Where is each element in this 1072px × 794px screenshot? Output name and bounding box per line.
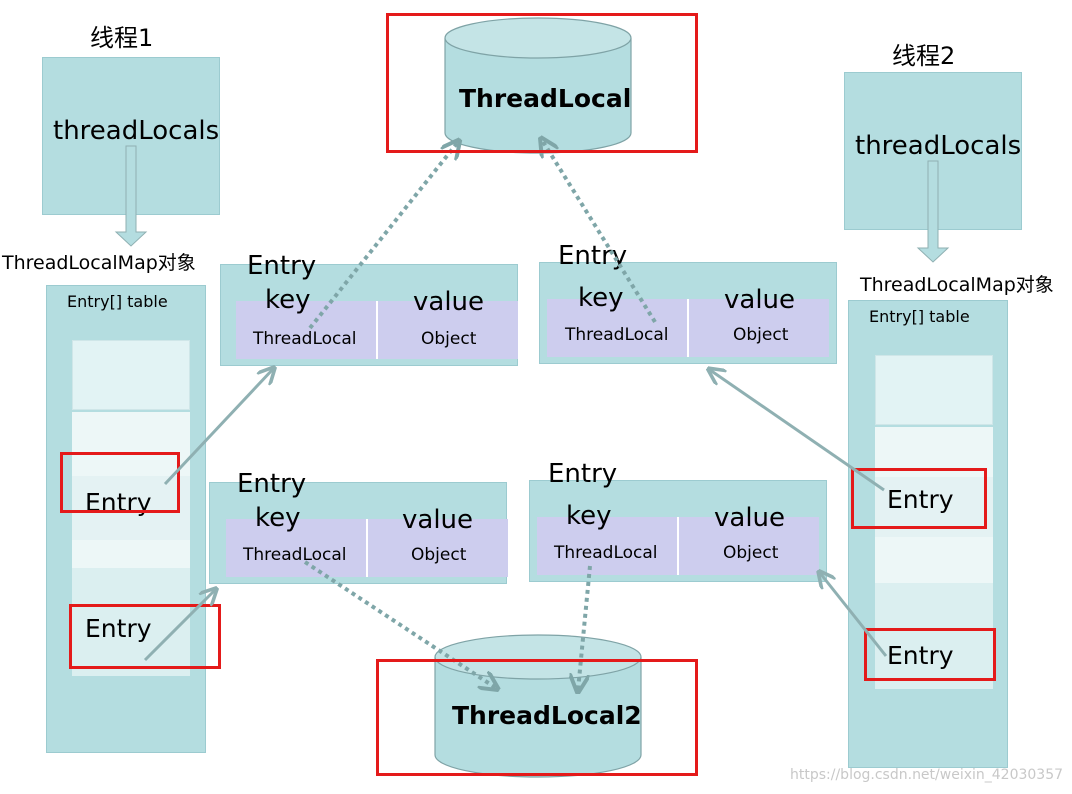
kv-separator	[376, 301, 378, 359]
entry-arrow	[820, 573, 888, 657]
threadlocals-arrow	[916, 160, 950, 263]
thread2-map-label: ThreadLocalMap对象	[860, 274, 1054, 296]
thread1-table: Entry[] table Entry Entry	[46, 285, 206, 753]
thread2-entry-2: Entry	[887, 641, 954, 670]
thread2-entry-2-highlight	[864, 628, 996, 681]
table-slot	[875, 537, 993, 583]
entry-card-value-label: value	[413, 287, 485, 317]
entry-card-key: ThreadLocal	[554, 543, 658, 563]
thread2-title: 线程2	[892, 42, 956, 70]
entry-card-key: ThreadLocal	[565, 325, 669, 345]
entry-card-title: Entry	[548, 459, 618, 489]
table-slot: Entry	[875, 583, 993, 689]
thread2-table-label: Entry[] table	[869, 307, 970, 326]
entry-card: Entry key value ThreadLocal Object	[539, 241, 837, 364]
entry-card-title: Entry	[558, 241, 628, 271]
key-reference-arrow	[542, 140, 657, 324]
entry-card: Entry key value ThreadLocal Object	[209, 469, 508, 584]
entry-arrow	[710, 370, 885, 492]
table-slot	[72, 340, 190, 410]
threadlocal-label: ThreadLocal	[459, 84, 632, 113]
thread1-entry-1-highlight	[60, 452, 180, 513]
thread1-slots: Entry Entry	[72, 340, 190, 676]
entry-arrow	[163, 369, 273, 486]
entry-card-value: Object	[733, 325, 789, 345]
entry-card-key-label: key	[578, 283, 624, 313]
kv-separator	[366, 519, 368, 577]
threadlocal2-highlight	[376, 659, 698, 776]
table-slot	[72, 412, 190, 476]
entry-card-key-label: key	[265, 285, 311, 315]
thread2-entry-1: Entry	[887, 485, 954, 514]
key-reference-arrow	[308, 142, 458, 330]
kv-separator	[687, 299, 689, 357]
threadlocal-highlight	[386, 13, 698, 153]
entry-card-value: Object	[421, 329, 477, 349]
entry-card-value: Object	[723, 543, 779, 563]
entry-card: Entry key value ThreadLocal Object	[529, 459, 827, 582]
entry-card-value-label: value	[714, 503, 786, 533]
entry-card-key-label: key	[255, 503, 301, 533]
thread2-entry-1-highlight	[851, 468, 987, 529]
entry-arrow	[143, 590, 215, 662]
entry-card: Entry key value ThreadLocal Object	[220, 251, 518, 366]
table-slot	[875, 355, 993, 425]
thread1-threadlocals: threadLocals	[53, 116, 220, 146]
table-slot	[72, 540, 190, 568]
thread1-entry-2-highlight	[69, 604, 221, 669]
entry-card-key-label: key	[566, 501, 612, 531]
kv-separator	[677, 517, 679, 575]
entry-card-title: Entry	[237, 469, 307, 499]
threadlocal2-label: ThreadLocal2	[452, 701, 642, 730]
threadlocals-arrow	[114, 145, 148, 247]
entry-card-value-label: value	[724, 285, 796, 315]
entry-card-value-label: value	[402, 505, 474, 535]
thread2-threadlocals: threadLocals	[855, 131, 1022, 161]
thread1-entry-2: Entry	[85, 614, 152, 643]
thread1-table-label: Entry[] table	[67, 292, 168, 311]
threadlocal-cylinder	[444, 17, 632, 154]
entry-card-key: ThreadLocal	[243, 545, 347, 565]
table-slot: Entry	[72, 568, 190, 676]
entry-card-title: Entry	[247, 251, 317, 281]
key-reference-arrow	[303, 560, 496, 688]
watermark: https://blog.csdn.net/weixin_42030357	[790, 767, 1064, 783]
thread1-map-label: ThreadLocalMap对象	[2, 252, 196, 274]
entry-card-key: ThreadLocal	[253, 329, 357, 349]
entry-card-value: Object	[411, 545, 467, 565]
thread1-title: 线程1	[90, 24, 154, 52]
thread1-box: threadLocals	[42, 57, 220, 215]
